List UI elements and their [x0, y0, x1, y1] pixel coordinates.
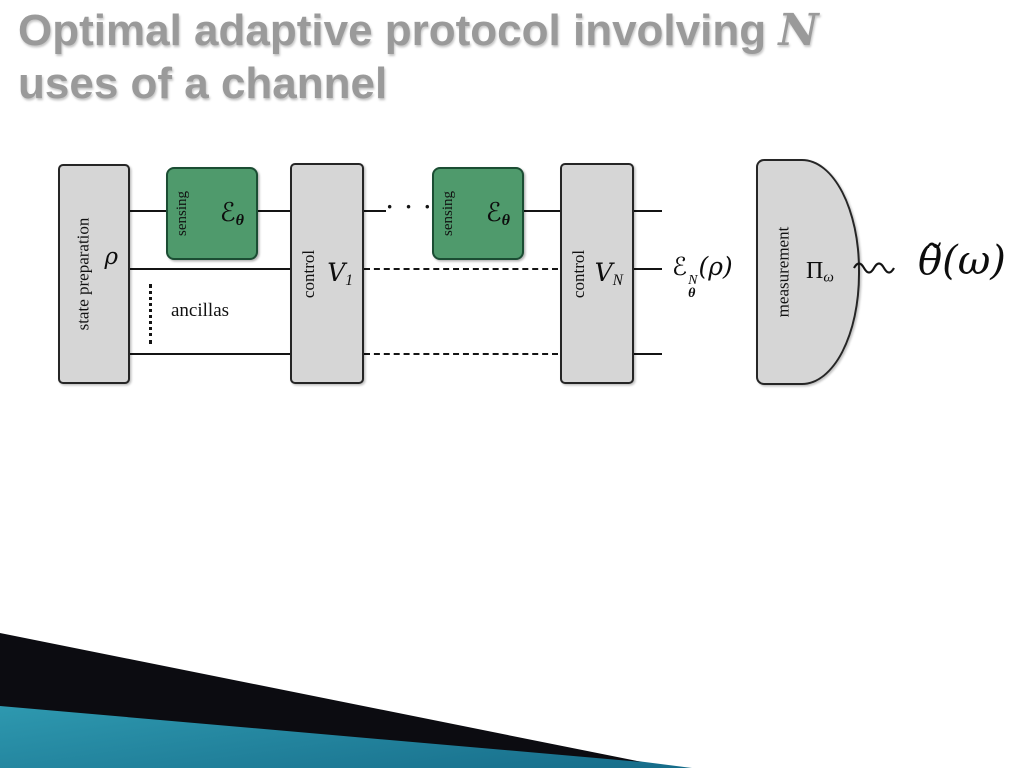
ancilla-vertical-dots	[149, 284, 152, 344]
pi-symbol: Π	[806, 257, 824, 284]
measurement-label-wrap: measurement	[766, 161, 800, 383]
vn-subscript: N	[612, 271, 623, 289]
script-e-symbol: ℰ	[672, 252, 688, 281]
measurement-label: measurement	[773, 226, 793, 318]
sensing-box-1: sensing ℰθ	[166, 167, 258, 260]
sensing-symbol-2: ℰθ	[486, 169, 510, 258]
wire	[630, 210, 662, 212]
wire	[126, 353, 292, 355]
top-wire-ellipsis: · · ·	[386, 194, 435, 219]
control-label-wrap: control	[566, 165, 592, 382]
title-text: Optimal adaptive protocol involving	[18, 6, 767, 55]
wire	[630, 353, 662, 355]
wire	[520, 210, 562, 212]
wire-dashed	[364, 353, 558, 355]
title-line-2: uses of a channel	[18, 59, 388, 108]
script-v-symbol: V	[327, 257, 346, 287]
wire	[630, 268, 662, 270]
script-e-symbol: ℰ	[219, 197, 236, 228]
page-title: Optimal adaptive protocol involving N us…	[18, 4, 978, 110]
control-box-1: control V1	[290, 163, 364, 384]
estimate-label: θ̃(ω)	[918, 238, 1006, 284]
title-variable-n: N	[778, 5, 819, 56]
measurement-box: measurement Πω	[756, 159, 860, 385]
wire	[360, 210, 386, 212]
output-argument: (ρ)	[698, 252, 733, 281]
wavy-line	[853, 262, 895, 274]
theta-subscript: θ	[501, 211, 510, 229]
sensing-label: sensing	[439, 191, 456, 236]
output-superscript: N	[688, 273, 698, 288]
sensing-label-wrap: sensing	[435, 169, 461, 258]
control-label: control	[299, 249, 318, 298]
sensing-label: sensing	[173, 191, 190, 236]
control-symbol-2: VN	[595, 165, 623, 382]
control-symbol-1: V1	[327, 165, 353, 382]
sensing-symbol-1: ℰθ	[220, 169, 244, 258]
state-preparation-label: state preparation	[73, 217, 92, 331]
wire-dashed	[364, 268, 558, 270]
script-e-symbol: ℰ	[485, 197, 502, 228]
wire	[126, 210, 166, 212]
wire	[126, 268, 292, 270]
state-preparation-box: state preparation ρ	[58, 164, 130, 384]
script-v-symbol: V	[594, 257, 613, 287]
state-preparation-label-wrap: state preparation	[64, 166, 102, 382]
control-label-wrap: control	[296, 165, 322, 382]
rho-symbol: ρ	[104, 244, 118, 270]
control-box-2: control VN	[560, 163, 634, 384]
measurement-symbol: Πω	[806, 161, 834, 383]
omega-subscript: ω	[823, 269, 834, 286]
output-subscript: θ	[688, 286, 696, 301]
theta-subscript: θ	[235, 211, 244, 229]
ancillas-label: ancillas	[171, 300, 230, 321]
wire	[254, 210, 292, 212]
sensing-box-2: sensing ℰθ	[432, 167, 524, 260]
v1-subscript: 1	[345, 271, 353, 289]
sensing-label-wrap: sensing	[169, 169, 195, 258]
control-label: control	[569, 249, 588, 298]
title-line-1: Optimal adaptive protocol involving N	[18, 4, 978, 57]
